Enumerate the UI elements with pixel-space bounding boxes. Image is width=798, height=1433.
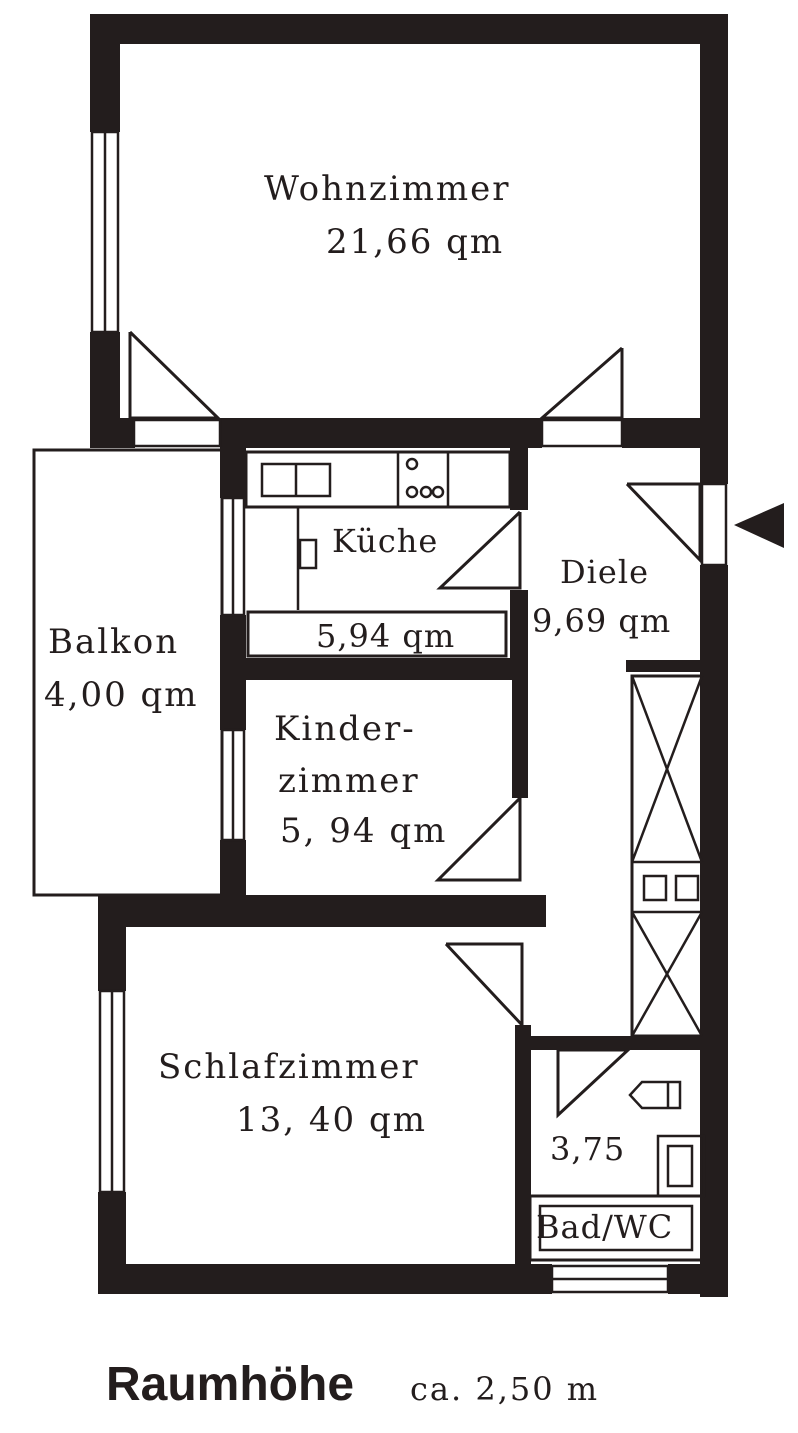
area-kueche: 5,94 qm [316, 617, 455, 655]
bathtub-icon [528, 1194, 704, 1262]
area-schlafzimmer: 13, 40 qm [236, 1100, 427, 1140]
label-kueche: Küche [332, 522, 438, 560]
door-swings [128, 330, 702, 1119]
room-labels: Wohnzimmer 21,66 qm Küche 5,94 qm Diele … [44, 169, 673, 1246]
wardrobe [630, 674, 704, 1038]
windows [90, 130, 728, 1294]
label-balkon: Balkon [48, 622, 179, 662]
label-kinderzimmer-2: zimmer [278, 761, 420, 801]
stove-icon [405, 457, 419, 471]
area-kinderzimmer: 5, 94 qm [280, 811, 447, 851]
room-height-note: Raumhöhe ca. 2,50 m [106, 1358, 599, 1411]
label-schlafzimmer: Schlafzimmer [158, 1047, 420, 1087]
footer-value: ca. 2,50 m [410, 1370, 599, 1408]
walls [90, 14, 728, 1297]
entrance-door-frame [700, 482, 728, 567]
kitchen-fixtures [244, 450, 512, 658]
label-bad: Bad/WC [536, 1208, 673, 1246]
area-bad: 3,75 [550, 1130, 625, 1168]
area-diele: 9,69 qm [532, 602, 671, 640]
label-kinderzimmer-1: Kinder- [274, 709, 416, 749]
entrance-arrow-icon [734, 503, 784, 548]
label-diele: Diele [560, 553, 649, 591]
label-wohnzimmer: Wohnzimmer [264, 169, 511, 209]
area-balkon: 4,00 qm [44, 675, 199, 715]
window-wohn-diele [540, 418, 624, 448]
area-wohnzimmer: 21,66 qm [326, 222, 504, 262]
window-balkon-door [132, 418, 222, 448]
footer-label: Raumhöhe [106, 1358, 354, 1411]
bathroom-fixtures [528, 1080, 706, 1262]
toilet-icon [628, 1080, 682, 1110]
balkon-outline [32, 448, 224, 897]
